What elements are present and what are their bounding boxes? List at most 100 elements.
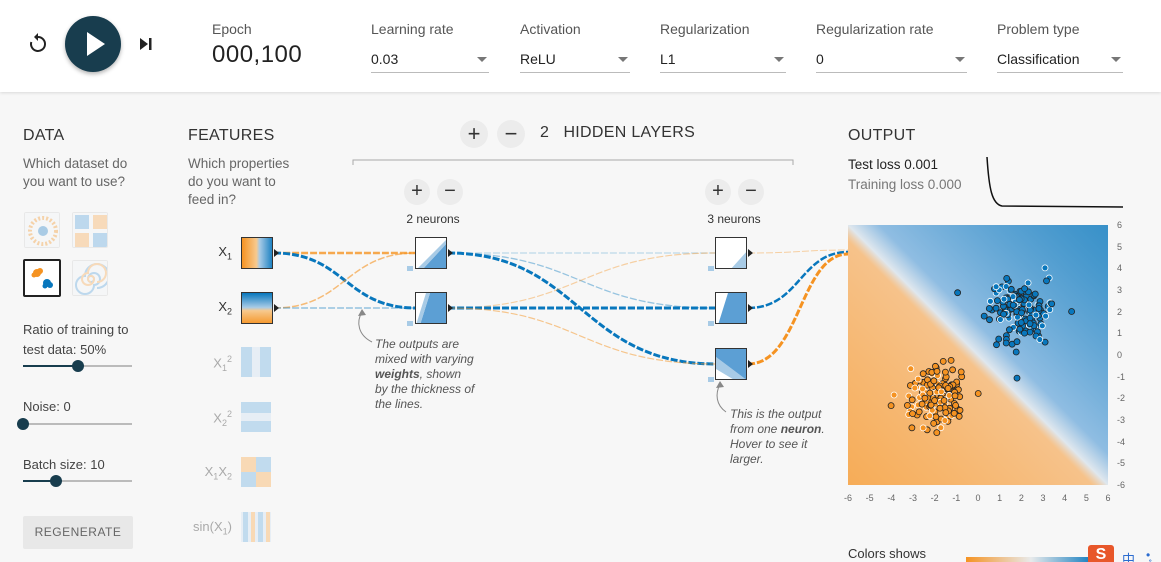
add-neuron-layer1-button[interactable]: + <box>404 179 430 205</box>
regularization-label: Regularization <box>660 21 750 37</box>
neuron-layer2-3[interactable] <box>715 348 747 380</box>
activation-dropdown[interactable]: ReLU <box>520 49 630 73</box>
bias-indicator <box>708 377 714 382</box>
scatter-point <box>1005 326 1013 334</box>
scatter-point <box>995 335 1003 343</box>
y-tick-label: 5 <box>1117 241 1123 252</box>
y-tick-label: 2 <box>1117 306 1123 317</box>
circle-dataset-icon <box>25 213 59 247</box>
dataset-circle[interactable] <box>24 212 60 248</box>
bias-indicator <box>407 266 413 271</box>
remove-neuron-layer2-button[interactable]: − <box>738 179 764 205</box>
loss-curve <box>986 156 1124 208</box>
ratio-slider[interactable] <box>23 360 132 372</box>
x-tick-label: 3 <box>1040 493 1046 503</box>
noise-label: Noise: 0 <box>23 399 71 414</box>
x-tick-label: 0 <box>975 493 981 503</box>
learning-rate-dropdown[interactable]: 0.03 <box>371 49 489 73</box>
scatter-point <box>986 316 993 324</box>
feature-label-x2-squared: X22 <box>213 409 232 428</box>
scatter-point <box>992 283 1000 291</box>
x-tick-label: -1 <box>952 493 961 503</box>
scatter-point <box>1036 336 1044 343</box>
output-decision-plot[interactable] <box>848 225 1108 485</box>
scatter-point <box>937 424 945 432</box>
step-icon <box>140 38 152 50</box>
layer2-neuron-count: 3 neurons <box>707 212 761 226</box>
add-neuron-layer2-button[interactable]: + <box>705 179 731 205</box>
scatter-point <box>1026 328 1034 336</box>
scatter-point <box>1007 285 1015 293</box>
scatter-point <box>908 396 916 404</box>
neuron-layer1-2[interactable] <box>415 292 447 324</box>
scatter-point <box>954 289 961 297</box>
slider-handle[interactable] <box>17 418 29 430</box>
remove-layer-button[interactable]: − <box>497 120 525 148</box>
feature-node-x1-squared[interactable] <box>241 347 271 377</box>
problem-type-label: Problem type <box>997 21 1080 37</box>
feature-node-x1x2[interactable] <box>241 457 271 487</box>
chevron-down-icon <box>1111 57 1121 62</box>
remove-neuron-layer1-button[interactable]: − <box>437 179 463 205</box>
slider-handle[interactable] <box>71 360 84 372</box>
dataset-spiral[interactable] <box>72 260 108 296</box>
feature-node-sin-x1[interactable] <box>241 512 271 542</box>
x1x2-heatmap-icon <box>241 457 271 487</box>
batch-size-label-text: Batch size: <box>23 457 87 472</box>
test-loss: Test loss 0.001 <box>848 157 939 172</box>
neuron-heatmap-icon <box>416 293 446 323</box>
scatter-point <box>942 368 949 376</box>
scatter-point <box>932 413 940 421</box>
link-x2-n1 <box>273 252 417 309</box>
reset-button[interactable] <box>26 32 50 56</box>
dataset-gaussian[interactable] <box>23 259 61 297</box>
scatter-point <box>945 391 953 399</box>
bias-indicator <box>407 321 413 326</box>
epoch-counter: 000,100 <box>212 41 303 68</box>
step-button[interactable] <box>136 34 156 54</box>
batch-size-label: Batch size: 10 <box>23 457 105 472</box>
hidden-layers-count: 2 <box>540 124 550 141</box>
input-language-indicator[interactable]: 中 <box>1122 552 1136 562</box>
y-tick-label: -3 <box>1117 415 1126 425</box>
feature-node-x2[interactable] <box>241 292 273 324</box>
x-tick-label: -2 <box>930 493 939 503</box>
regularization-value: L1 <box>660 51 676 67</box>
regularization-rate-dropdown[interactable]: 0 <box>816 49 967 73</box>
feature-label-x2: X2 <box>218 299 232 317</box>
scatter-point <box>1009 301 1017 309</box>
play-button[interactable] <box>65 16 121 72</box>
chevron-down-icon <box>618 57 628 62</box>
learning-rate-label: Learning rate <box>371 21 454 37</box>
input-method-logo[interactable]: S <box>1088 545 1114 562</box>
neuron-layer2-2[interactable] <box>715 292 747 324</box>
scatter-point <box>947 356 955 364</box>
feature-node-x2-squared[interactable] <box>241 402 271 432</box>
problem-type-dropdown[interactable]: Classification <box>997 49 1123 73</box>
slider-handle[interactable] <box>49 475 62 487</box>
noise-slider[interactable] <box>17 418 132 430</box>
scatter-point <box>1043 277 1050 285</box>
neuron-layer2-1[interactable] <box>715 237 747 269</box>
output-heading: OUTPUT <box>848 127 916 144</box>
scatter-point <box>996 316 1004 323</box>
scatter-point <box>1003 275 1011 282</box>
hidden-layers-title: 2 HIDDEN LAYERS <box>540 124 695 142</box>
noise-label-text: Noise: <box>23 399 60 414</box>
dataset-xor[interactable] <box>72 212 108 248</box>
add-layer-button[interactable]: + <box>460 120 488 148</box>
batch-size-slider[interactable] <box>23 475 132 487</box>
neuron-layer1-1[interactable] <box>415 237 447 269</box>
scatter-point <box>909 410 916 418</box>
scatter-point <box>911 384 919 392</box>
input-method-dots[interactable]: •̥ <box>1146 548 1151 562</box>
y-tick-label: -1 <box>1117 371 1126 382</box>
scatter-point <box>941 417 949 424</box>
scatter-point <box>949 366 956 374</box>
scatter-point <box>993 297 1001 304</box>
feature-node-x1[interactable] <box>241 237 273 269</box>
scatter-point <box>936 404 944 412</box>
regenerate-button[interactable]: REGENERATE <box>23 516 133 549</box>
regularization-dropdown[interactable]: L1 <box>660 49 786 73</box>
scatter-point <box>1041 338 1049 346</box>
